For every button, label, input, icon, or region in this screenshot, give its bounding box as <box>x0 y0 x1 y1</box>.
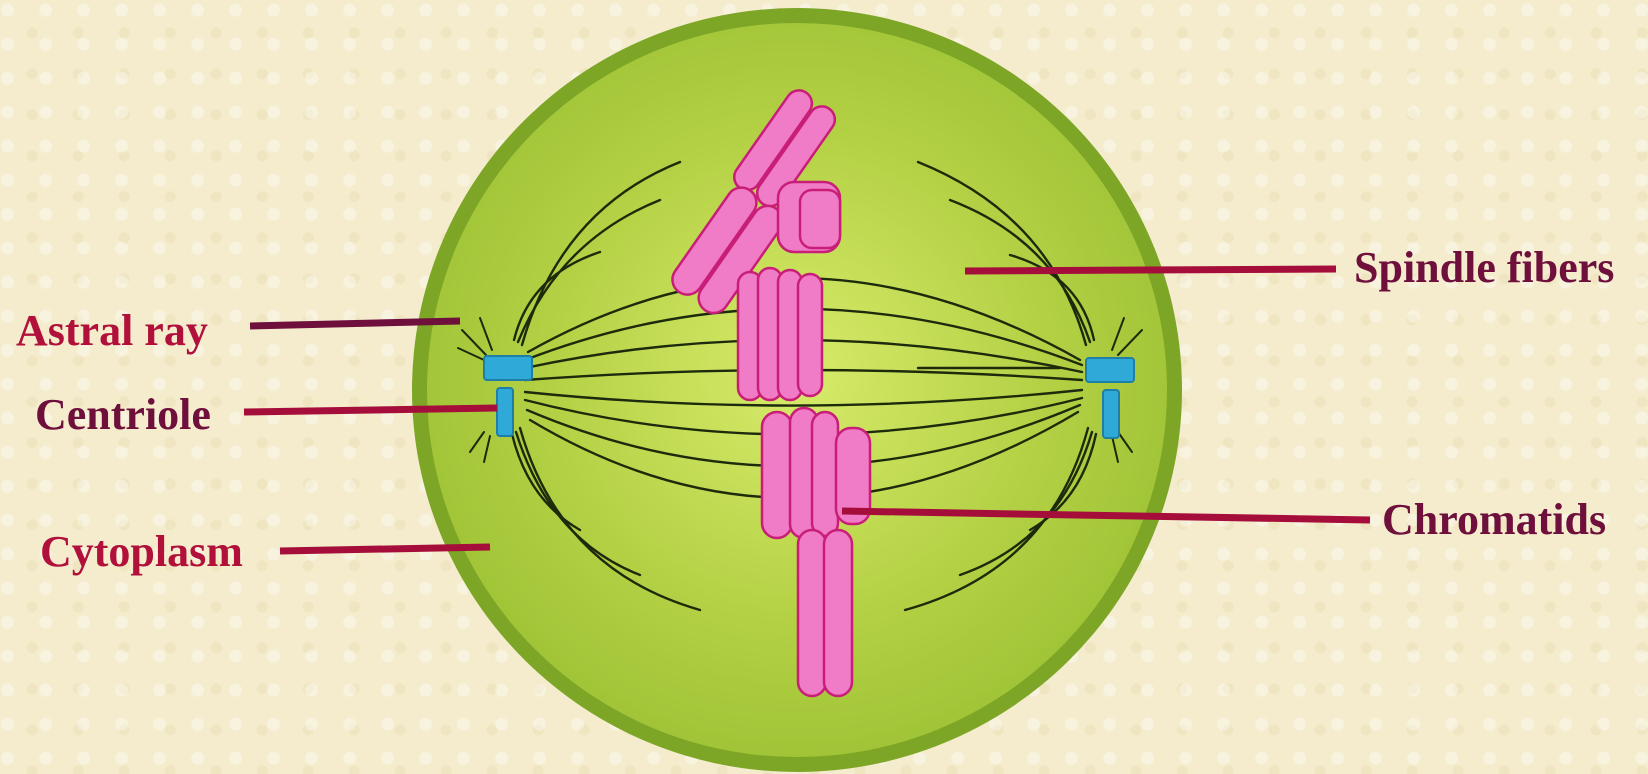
label-chromatids: Chromatids <box>1382 498 1606 542</box>
leader-line-cytoplasm <box>280 547 490 551</box>
label-cytoplasm: Cytoplasm <box>40 530 243 574</box>
label-astral-ray: Astral ray <box>16 309 208 353</box>
label-centriole: Centriole <box>35 393 211 437</box>
label-spindle-fibers: Spindle fibers <box>1354 246 1614 290</box>
leader-line-spindle-fibers <box>965 269 1336 271</box>
leader-line-astral-ray <box>250 321 460 326</box>
leader-line-centriole <box>244 408 497 412</box>
